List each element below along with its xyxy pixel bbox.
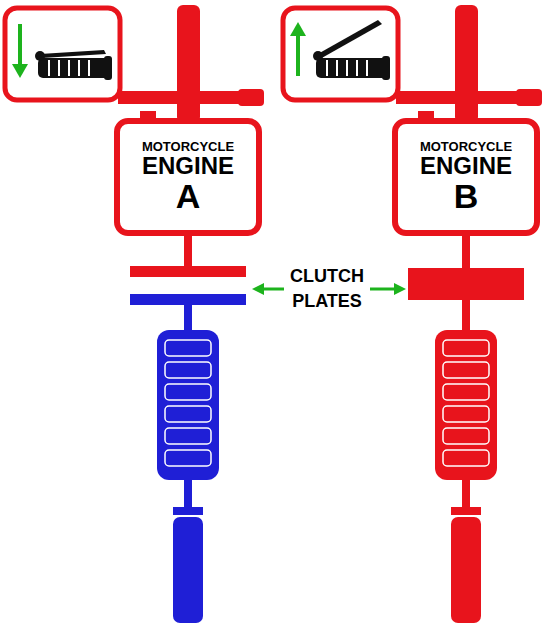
gear-ridge xyxy=(443,428,489,444)
gear-ridge xyxy=(165,340,211,356)
gear-ridge xyxy=(443,406,489,422)
gear-ridge xyxy=(165,428,211,444)
engine-letter: B xyxy=(454,179,479,215)
engine-box: MOTORCYCLEENGINEB xyxy=(392,118,540,236)
gear-ridge xyxy=(165,406,211,422)
engine-letter: A xyxy=(176,179,201,215)
gear-ridge xyxy=(443,450,489,466)
gear-ridge xyxy=(165,384,211,400)
gear-ridge xyxy=(443,362,489,378)
engine-title: ENGINE xyxy=(420,153,512,178)
engine-title: ENGINE xyxy=(142,153,234,178)
gear-ridge xyxy=(443,340,489,356)
clutch-label: CLUTCH PLATES xyxy=(285,264,369,314)
gear-ridge xyxy=(165,450,211,466)
engine-box: MOTORCYCLEENGINEA xyxy=(114,118,262,236)
engine-caption: MOTORCYCLE xyxy=(142,140,234,154)
gear-ridge xyxy=(443,384,489,400)
gear-ridge xyxy=(165,362,211,378)
engine-caption: MOTORCYCLE xyxy=(420,140,512,154)
